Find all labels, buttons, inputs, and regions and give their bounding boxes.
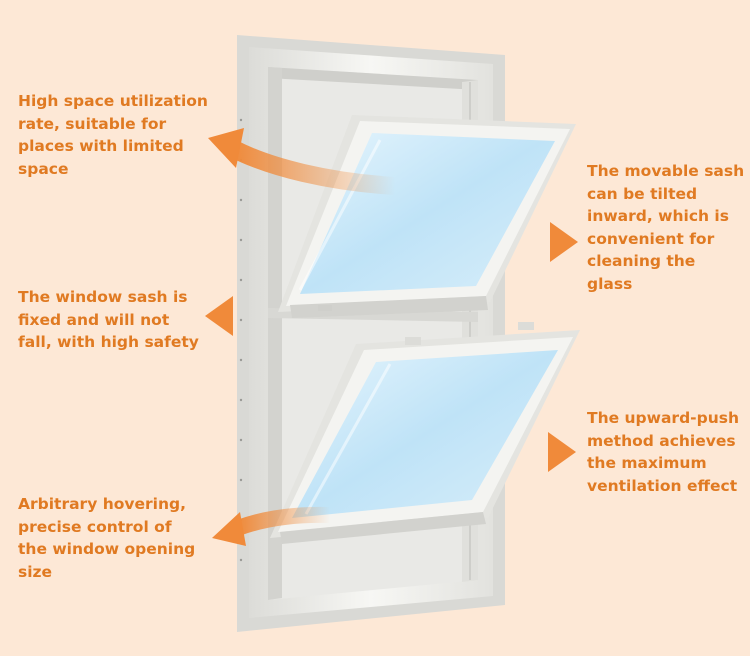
- callout-space-utilization: High space utilization rate, suitable fo…: [18, 92, 208, 178]
- callout-upward-push: The upward-push method achieves the maxi…: [587, 409, 739, 495]
- arrow-hovering: [212, 506, 331, 546]
- arrow-upward-push: [410, 432, 576, 472]
- arrow-fixed-sash: [205, 296, 400, 336]
- callout-hovering: Arbitrary hovering, precise control of t…: [18, 495, 196, 581]
- arrow-movable-sash: [405, 222, 578, 262]
- sash-tilt-latch-icon: [405, 337, 421, 345]
- callout-fixed-sash: The window sash is fixed and will not fa…: [18, 288, 199, 351]
- sash-tilt-latch-icon: [518, 322, 534, 330]
- lower-sash: [270, 322, 580, 544]
- arrow-space-utilization: [208, 128, 396, 195]
- callout-movable-sash: The movable sash can be tilted inward, w…: [587, 162, 745, 293]
